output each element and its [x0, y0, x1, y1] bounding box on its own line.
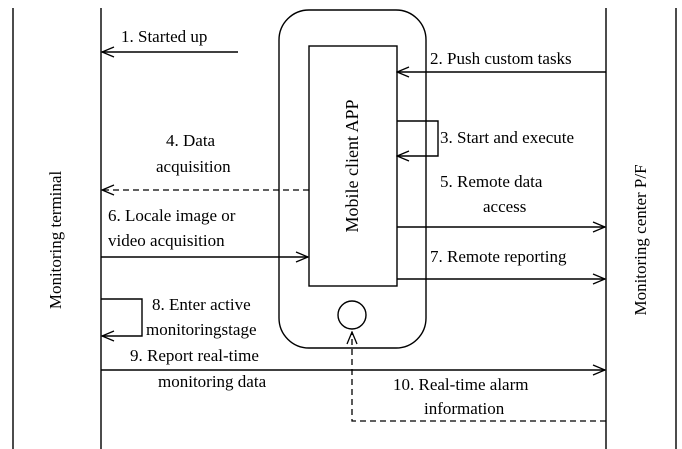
step-8-label-line-1: 8. Enter active [152, 295, 251, 314]
step-10-real-time-alarm: 10. Real-time alarm information [352, 332, 606, 422]
step-8-enter-active-monitoring: 8. Enter active monitoringstage [101, 295, 256, 339]
step-9-label-line-1: 9. Report real-time [130, 346, 259, 365]
step-9-label-line-2: monitoring data [158, 372, 267, 391]
step-10-label-line-2: information [424, 399, 505, 418]
step-6-label-line-1: 6. Locale image or [108, 206, 236, 225]
step-3-label-line-1: 3. Start and execute [440, 128, 574, 147]
step-7-label-line-1: 7. Remote reporting [430, 247, 567, 266]
step-9-report-real-time-data: 9. Report real-time monitoring data [101, 346, 605, 391]
step-2-push-custom-tasks: 2. Push custom tasks [397, 49, 606, 72]
mobile-client-app-label: Mobile client APP [342, 99, 362, 232]
step-4-label-line-1: 4. Data [166, 131, 216, 150]
monitoring-center-label: Monitoring center P/F [631, 164, 650, 315]
phone-screen [308, 45, 398, 287]
phone-body [278, 9, 427, 349]
step-5-label-line-2: access [483, 197, 526, 216]
step-5-label-line-1: 5. Remote data [440, 172, 543, 191]
step-4-data-acquisition: 4. Data acquisition [102, 131, 309, 190]
mobile-phone: Mobile client APP [278, 9, 427, 349]
step-5-remote-data-access: 5. Remote data access [397, 172, 605, 227]
step-8-label-line-2: monitoringstage [146, 320, 256, 339]
step-1-started-up: 1. Started up [102, 27, 238, 52]
step-3-start-and-execute: 3. Start and execute [397, 120, 574, 156]
home-button-icon [337, 300, 367, 330]
step-6-label-line-2: video acquisition [108, 231, 225, 250]
step-10-label-line-1: 10. Real-time alarm [393, 375, 528, 394]
step-2-label-line-1: 2. Push custom tasks [430, 49, 572, 68]
step-7-remote-reporting: 7. Remote reporting [397, 247, 605, 279]
monitoring-center-column: Monitoring center P/F [605, 8, 677, 449]
step-4-label-line-2: acquisition [156, 157, 231, 176]
step-6-locale-image-video-acquisition: 6. Locale image or video acquisition [101, 206, 308, 257]
monitoring-terminal-label: Monitoring terminal [46, 171, 65, 310]
monitoring-terminal-column: Monitoring terminal [12, 8, 102, 449]
step-1-label-line-1: 1. Started up [121, 27, 207, 46]
